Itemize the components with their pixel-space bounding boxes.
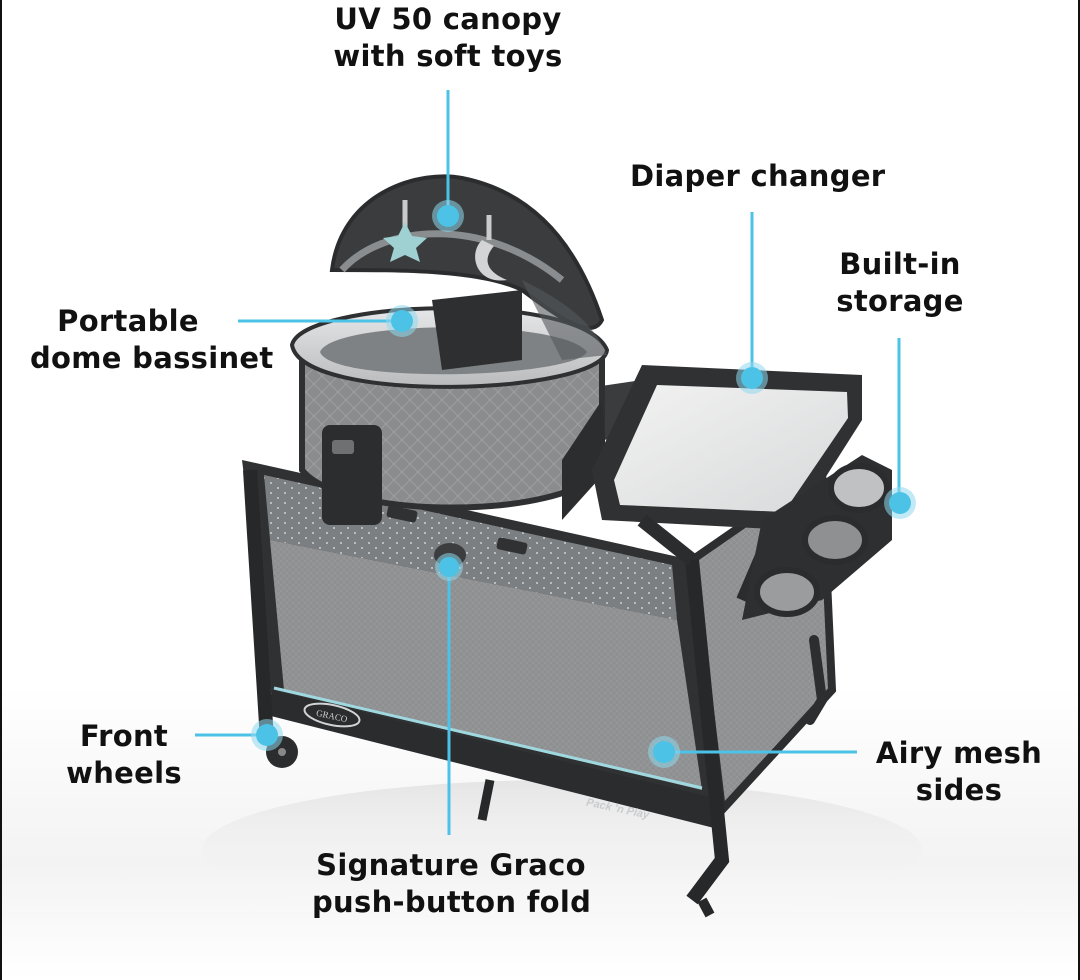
callout-dot-canopy[interactable] xyxy=(432,200,464,232)
label-wheels-line2: wheels xyxy=(66,756,182,790)
label-wheels-line1: Front xyxy=(79,719,169,753)
label-wheels: Front wheels xyxy=(60,718,188,792)
label-changer: Diaper changer xyxy=(630,158,886,195)
callout-dot-mesh[interactable] xyxy=(648,736,680,768)
callout-dot-storage[interactable] xyxy=(884,487,916,519)
label-fold-line2: push-button fold xyxy=(312,885,592,919)
label-storage: Built-in storage xyxy=(828,246,972,320)
callout-dot-fold[interactable] xyxy=(435,553,463,581)
label-bassinet: Portable dome bassinet xyxy=(30,303,274,377)
label-storage-line1: Built-in xyxy=(839,247,961,281)
label-changer-line1: Diaper changer xyxy=(630,159,886,193)
label-canopy-line2: with soft toys xyxy=(333,39,563,73)
label-mesh-line1: Airy mesh xyxy=(875,736,1043,770)
label-mesh-line2: sides xyxy=(915,773,1003,807)
label-fold-line1: Signature Graco xyxy=(316,848,586,882)
label-bassinet-line1: Portable xyxy=(57,304,199,338)
label-canopy: UV 50 canopy with soft toys xyxy=(322,1,574,75)
label-fold: Signature Graco push-button fold xyxy=(312,847,592,921)
callout-dot-bassinet[interactable] xyxy=(386,305,418,337)
label-bassinet-line2: dome bassinet xyxy=(30,341,274,375)
callout-dot-wheels[interactable] xyxy=(251,719,283,751)
label-mesh: Airy mesh sides xyxy=(870,735,1048,809)
callout-dot-changer[interactable] xyxy=(736,362,768,394)
label-canopy-line1: UV 50 canopy xyxy=(334,2,562,36)
label-storage-line2: storage xyxy=(836,284,964,318)
